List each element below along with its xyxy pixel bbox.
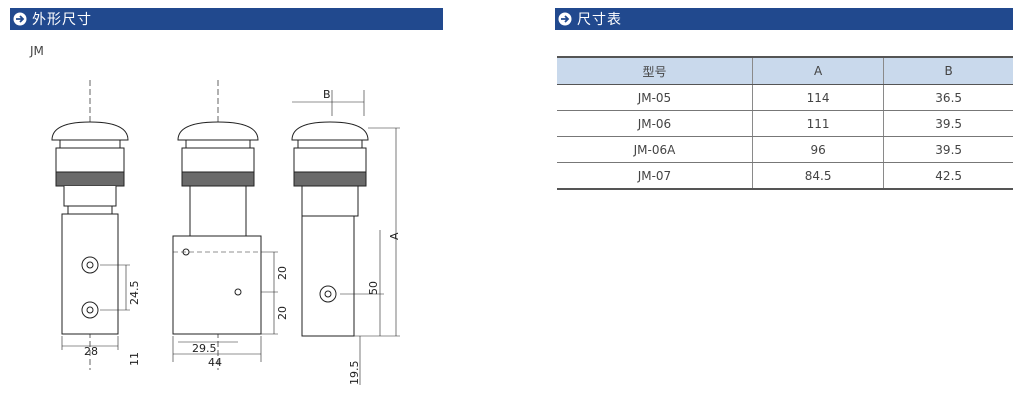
section-title: 尺寸表 — [577, 12, 622, 28]
table-row: JM-07 84.5 42.5 — [557, 162, 1013, 190]
dim-label: B — [323, 88, 331, 101]
outline-drawing: 28 24.5 11 29.5 44 20 20 50 19.5 A B — [51, 80, 401, 386]
dim-label: 20 — [276, 266, 289, 280]
column-header: 型号 — [557, 56, 753, 85]
table-cell: 39.5 — [883, 136, 1013, 163]
dim-label: 20 — [276, 306, 289, 320]
dim-label: 44 — [208, 356, 222, 369]
table-cell: 111 — [751, 110, 884, 137]
model-label: JM — [30, 44, 44, 58]
side-view — [172, 80, 278, 370]
front-view — [51, 80, 130, 370]
table-cell: JM-05 — [557, 84, 753, 111]
rear-view — [291, 90, 400, 385]
dim-label: A — [388, 232, 401, 240]
table-cell: 39.5 — [883, 110, 1013, 137]
table-header-row: 型号 A B — [557, 56, 1013, 85]
table-cell: 42.5 — [883, 162, 1013, 190]
column-header: B — [883, 56, 1013, 85]
dimension-table: 型号 A B JM-05 114 36.5 JM-06 111 39.5 JM-… — [557, 56, 1013, 190]
dim-label: 50 — [367, 281, 380, 295]
table-row: JM-06 111 39.5 — [557, 110, 1013, 137]
table-cell: JM-06A — [557, 136, 753, 163]
arrow-circle-icon — [10, 8, 30, 30]
section-header-outline: 外形尺寸 — [10, 8, 443, 30]
table-cell: 84.5 — [751, 162, 884, 190]
section-header-dimension-table: 尺寸表 — [555, 8, 1013, 30]
table-cell: 36.5 — [883, 84, 1013, 111]
table-row: JM-05 114 36.5 — [557, 84, 1013, 111]
arrow-circle-icon — [555, 8, 575, 30]
table-cell: JM-06 — [557, 110, 753, 137]
dim-label: 29.5 — [192, 342, 217, 355]
dim-label: 19.5 — [348, 361, 361, 386]
dim-label: 28 — [84, 345, 98, 358]
table-cell: JM-07 — [557, 162, 753, 190]
column-header: A — [751, 56, 884, 85]
table-cell: 114 — [751, 84, 884, 111]
table-row: JM-06A 96 39.5 — [557, 136, 1013, 163]
section-title: 外形尺寸 — [32, 12, 92, 28]
dim-label: 24.5 — [128, 281, 141, 306]
table-cell: 96 — [751, 136, 884, 163]
dim-label: 11 — [128, 352, 141, 366]
